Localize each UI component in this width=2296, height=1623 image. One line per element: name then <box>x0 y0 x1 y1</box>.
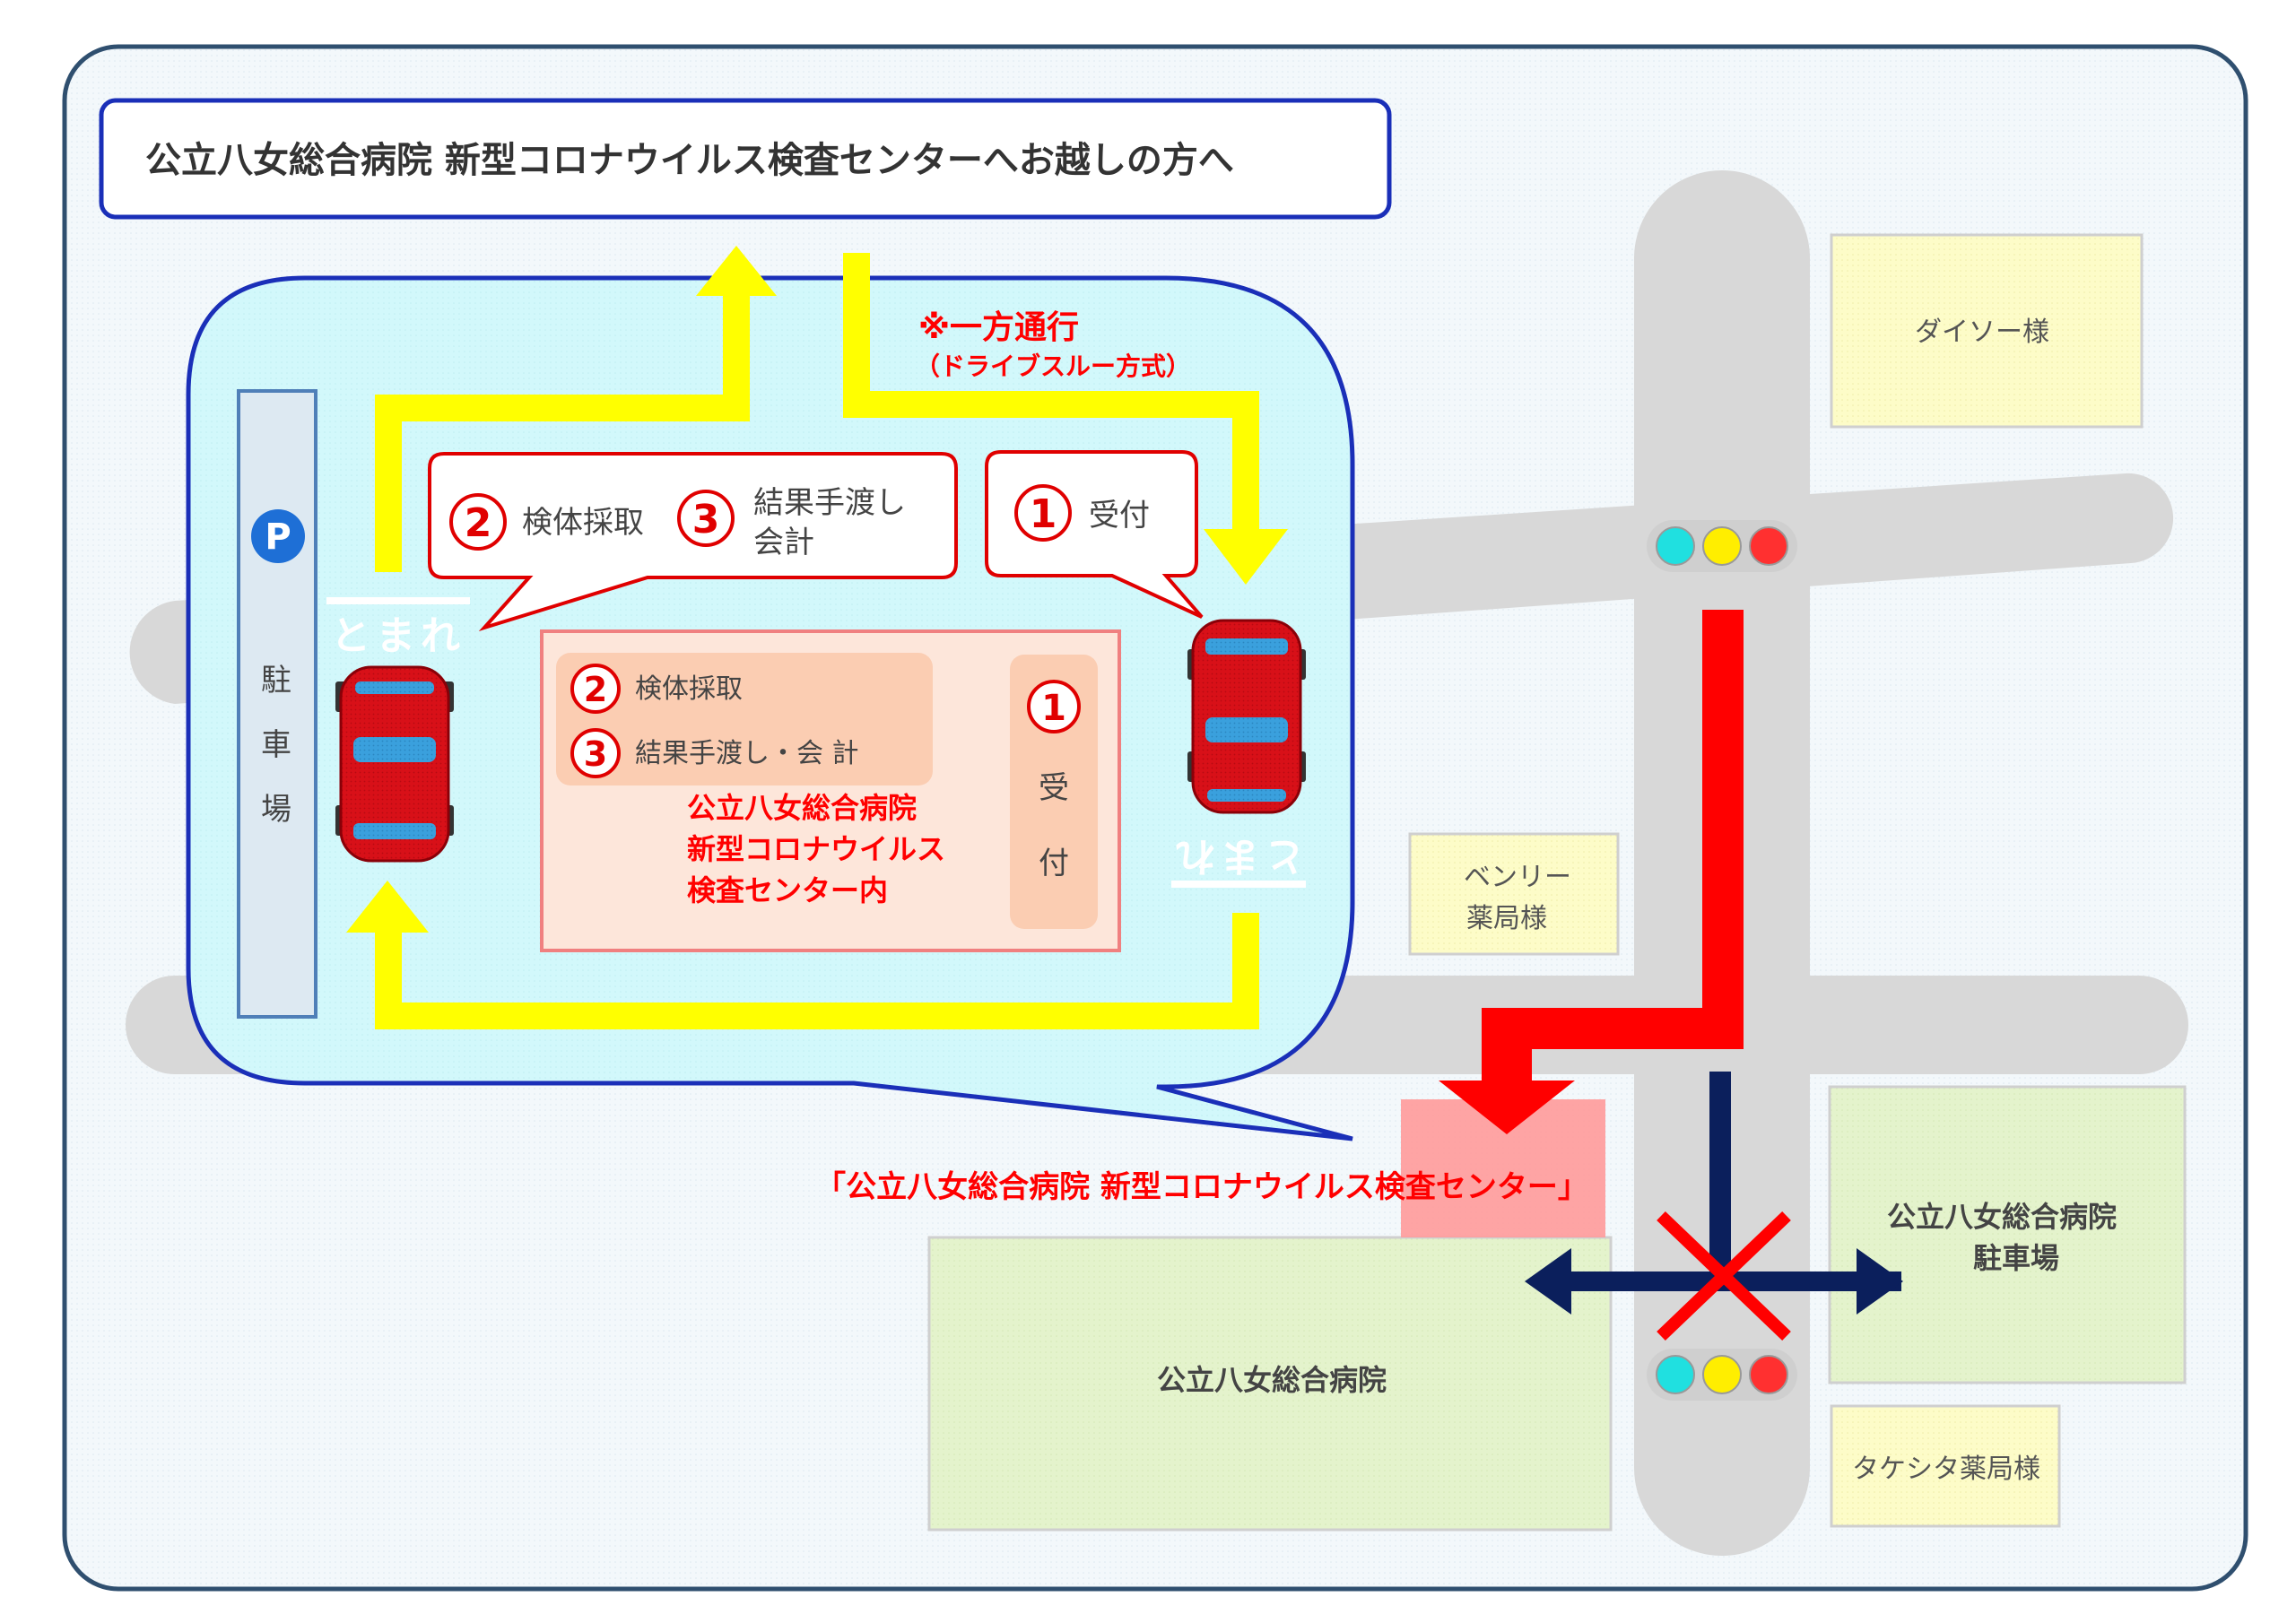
stop-line-left <box>326 597 470 604</box>
center-name-line-1: 公立八女総合病院 <box>687 791 917 825</box>
stop-mark-right: とまれ <box>1170 833 1305 879</box>
bubble-step1-label: 受付 <box>1089 498 1150 534</box>
bubble-step2-label: 検体採取 <box>522 505 644 541</box>
parking-label-2: 車 <box>261 727 291 763</box>
landmark-daiso <box>1830 233 2144 429</box>
parking-icon <box>251 509 305 563</box>
bubble-step2-number: 2 <box>465 500 492 546</box>
center-name-line-2: 新型コロナウイルス <box>687 832 945 866</box>
landmark-hospital-parking-label-1: 公立八女総合病院 <box>1887 1200 2117 1234</box>
route-arrow-red <box>1439 610 1744 1134</box>
bubble-step3-label-1: 結果手渡し <box>753 485 906 521</box>
page-title: 公立八女総合病院 新型コロナウイルス検査センターへお越しの方へ <box>145 140 1234 181</box>
center-step3-number: 3 <box>584 734 607 774</box>
landmark-daiso-label: ダイソー様 <box>1915 317 2049 348</box>
car-left <box>335 665 454 863</box>
parking-strip <box>237 389 317 1019</box>
landmark-benry <box>1408 832 1620 956</box>
center-reception-char-2: 付 <box>1039 846 1069 881</box>
landmark-hospital <box>927 1236 1613 1532</box>
center-step3-label: 結果手渡し・会 計 <box>635 738 859 769</box>
parking-label-3: 場 <box>261 792 291 828</box>
route-yellow <box>346 246 1288 1029</box>
landmark-takeshita <box>1830 1404 2061 1528</box>
center-reception-panel <box>1010 655 1098 929</box>
no-entry-arrows <box>1525 1072 1903 1341</box>
center-step2-label: 検体採取 <box>635 673 743 705</box>
parking-label-1: 駐 <box>261 663 291 699</box>
bubble-step3-label-2: 会計 <box>753 525 814 560</box>
title-box <box>99 98 1392 220</box>
bubble-step3-number: 3 <box>692 497 720 542</box>
traffic-light-lower <box>1647 1349 1797 1401</box>
landmark-benry-label-1: ベンリー <box>1464 862 1571 893</box>
landmark-takeshita-label: タケシタ薬局様 <box>1852 1454 2040 1485</box>
stop-mark-left: とまれ <box>331 613 465 659</box>
bubble-step1-number: 1 <box>1030 491 1057 537</box>
landmark-benry-label-2: 薬局様 <box>1466 903 1547 934</box>
center-step1-number: 1 <box>1041 688 1066 729</box>
landmark-hospital-parking <box>1828 1085 2187 1384</box>
landmark-hospital-label: 公立八女総合病院 <box>1157 1363 1387 1397</box>
center-reception-char-1: 受 <box>1039 770 1069 806</box>
one-way-sub: （ドライブスルー方式） <box>915 352 1191 381</box>
one-way-note: ※一方通行 <box>918 309 1079 346</box>
center-steps-panel <box>556 653 933 785</box>
center-step2-number: 2 <box>584 670 607 709</box>
stop-line-right <box>1171 881 1306 888</box>
car-right <box>1187 619 1306 814</box>
traffic-light-upper <box>1647 520 1797 572</box>
parking-icon-letter: P <box>265 516 291 558</box>
landmark-hospital-parking-label-2: 駐車場 <box>1973 1241 2059 1275</box>
testing-center-label: 「公立八女総合病院 新型コロナウイルス検査センター」 <box>815 1169 1588 1205</box>
center-name-line-3: 検査センター内 <box>687 873 888 907</box>
